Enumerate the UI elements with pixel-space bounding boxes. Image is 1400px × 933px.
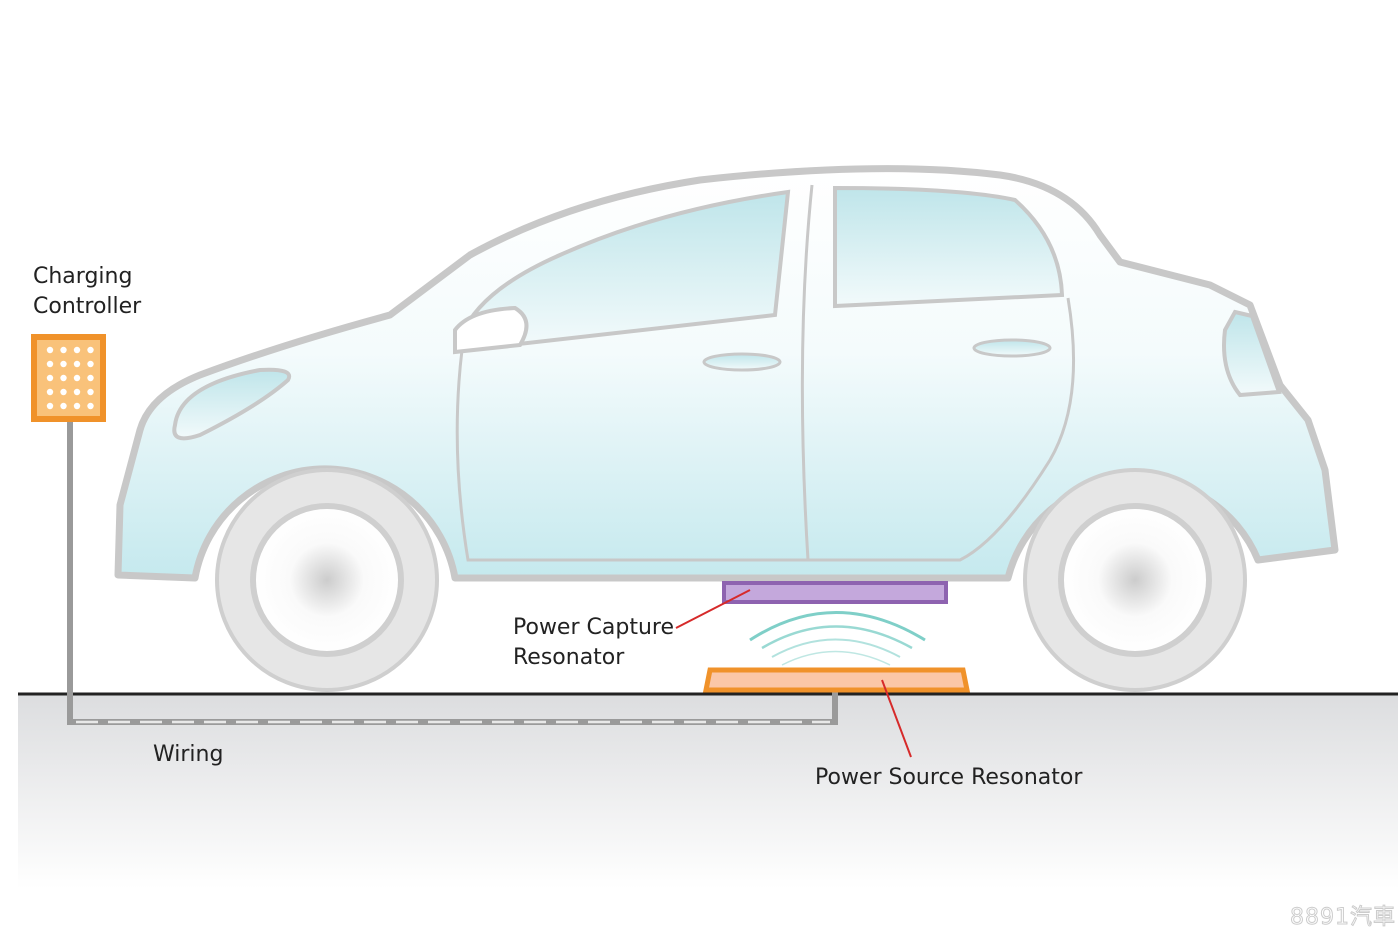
controller-dot: [87, 360, 94, 368]
controller-dot: [73, 346, 81, 354]
controller-dot: [46, 388, 54, 396]
controller-dot: [87, 402, 94, 410]
source-leader-line: [881, 679, 912, 758]
front-wheel: [215, 468, 439, 692]
controller-dot: [87, 374, 94, 382]
wiring-cable: [67, 422, 838, 725]
capture-leader-line: [675, 589, 751, 629]
label-line: Resonator: [513, 645, 625, 670]
rear-door-handle: [972, 338, 1052, 358]
rear-door-window: [833, 185, 1065, 309]
controller-dot: [73, 402, 81, 410]
rear-quarter-window: [1222, 309, 1282, 398]
power-source-resonator-label: Power Source Resonator: [815, 765, 1083, 790]
charging-controller: [31, 334, 106, 422]
watermark: 8891汽車: [1290, 905, 1396, 931]
controller-dot: [87, 346, 94, 354]
controller-dot: [60, 346, 67, 354]
side-mirror: [453, 305, 529, 355]
label-line: Controller: [33, 294, 142, 319]
car: [114, 165, 1339, 692]
controller-dot: [46, 374, 54, 382]
rear-wheel: [1023, 468, 1247, 692]
charging-controller-label: Charging Controller: [33, 262, 141, 322]
controller-dot: [73, 360, 81, 368]
power-source-resonator: [702, 667, 971, 693]
headlight: [172, 367, 292, 441]
controller-dot: [60, 402, 67, 410]
controller-dot: [46, 402, 54, 410]
controller-dot: [60, 374, 67, 382]
controller-dot: [46, 360, 54, 368]
wiring-label: Wiring: [153, 742, 224, 767]
label-line: Charging: [33, 264, 133, 289]
controller-dot: [73, 374, 81, 382]
front-door-handle: [702, 352, 782, 372]
magnetic-field-waves: [749, 611, 926, 666]
power-capture-resonator: [722, 581, 948, 604]
door-lines: [455, 184, 1076, 562]
controller-dot: [60, 360, 67, 368]
power-capture-resonator-label: Power Capture Resonator: [513, 613, 674, 673]
front-window: [459, 189, 791, 348]
ground: [18, 694, 1398, 889]
controller-dot: [60, 388, 67, 396]
label-line: Power Capture: [513, 615, 674, 640]
controller-dot: [46, 346, 54, 354]
controller-dot: [73, 388, 81, 396]
controller-dot: [87, 388, 94, 396]
